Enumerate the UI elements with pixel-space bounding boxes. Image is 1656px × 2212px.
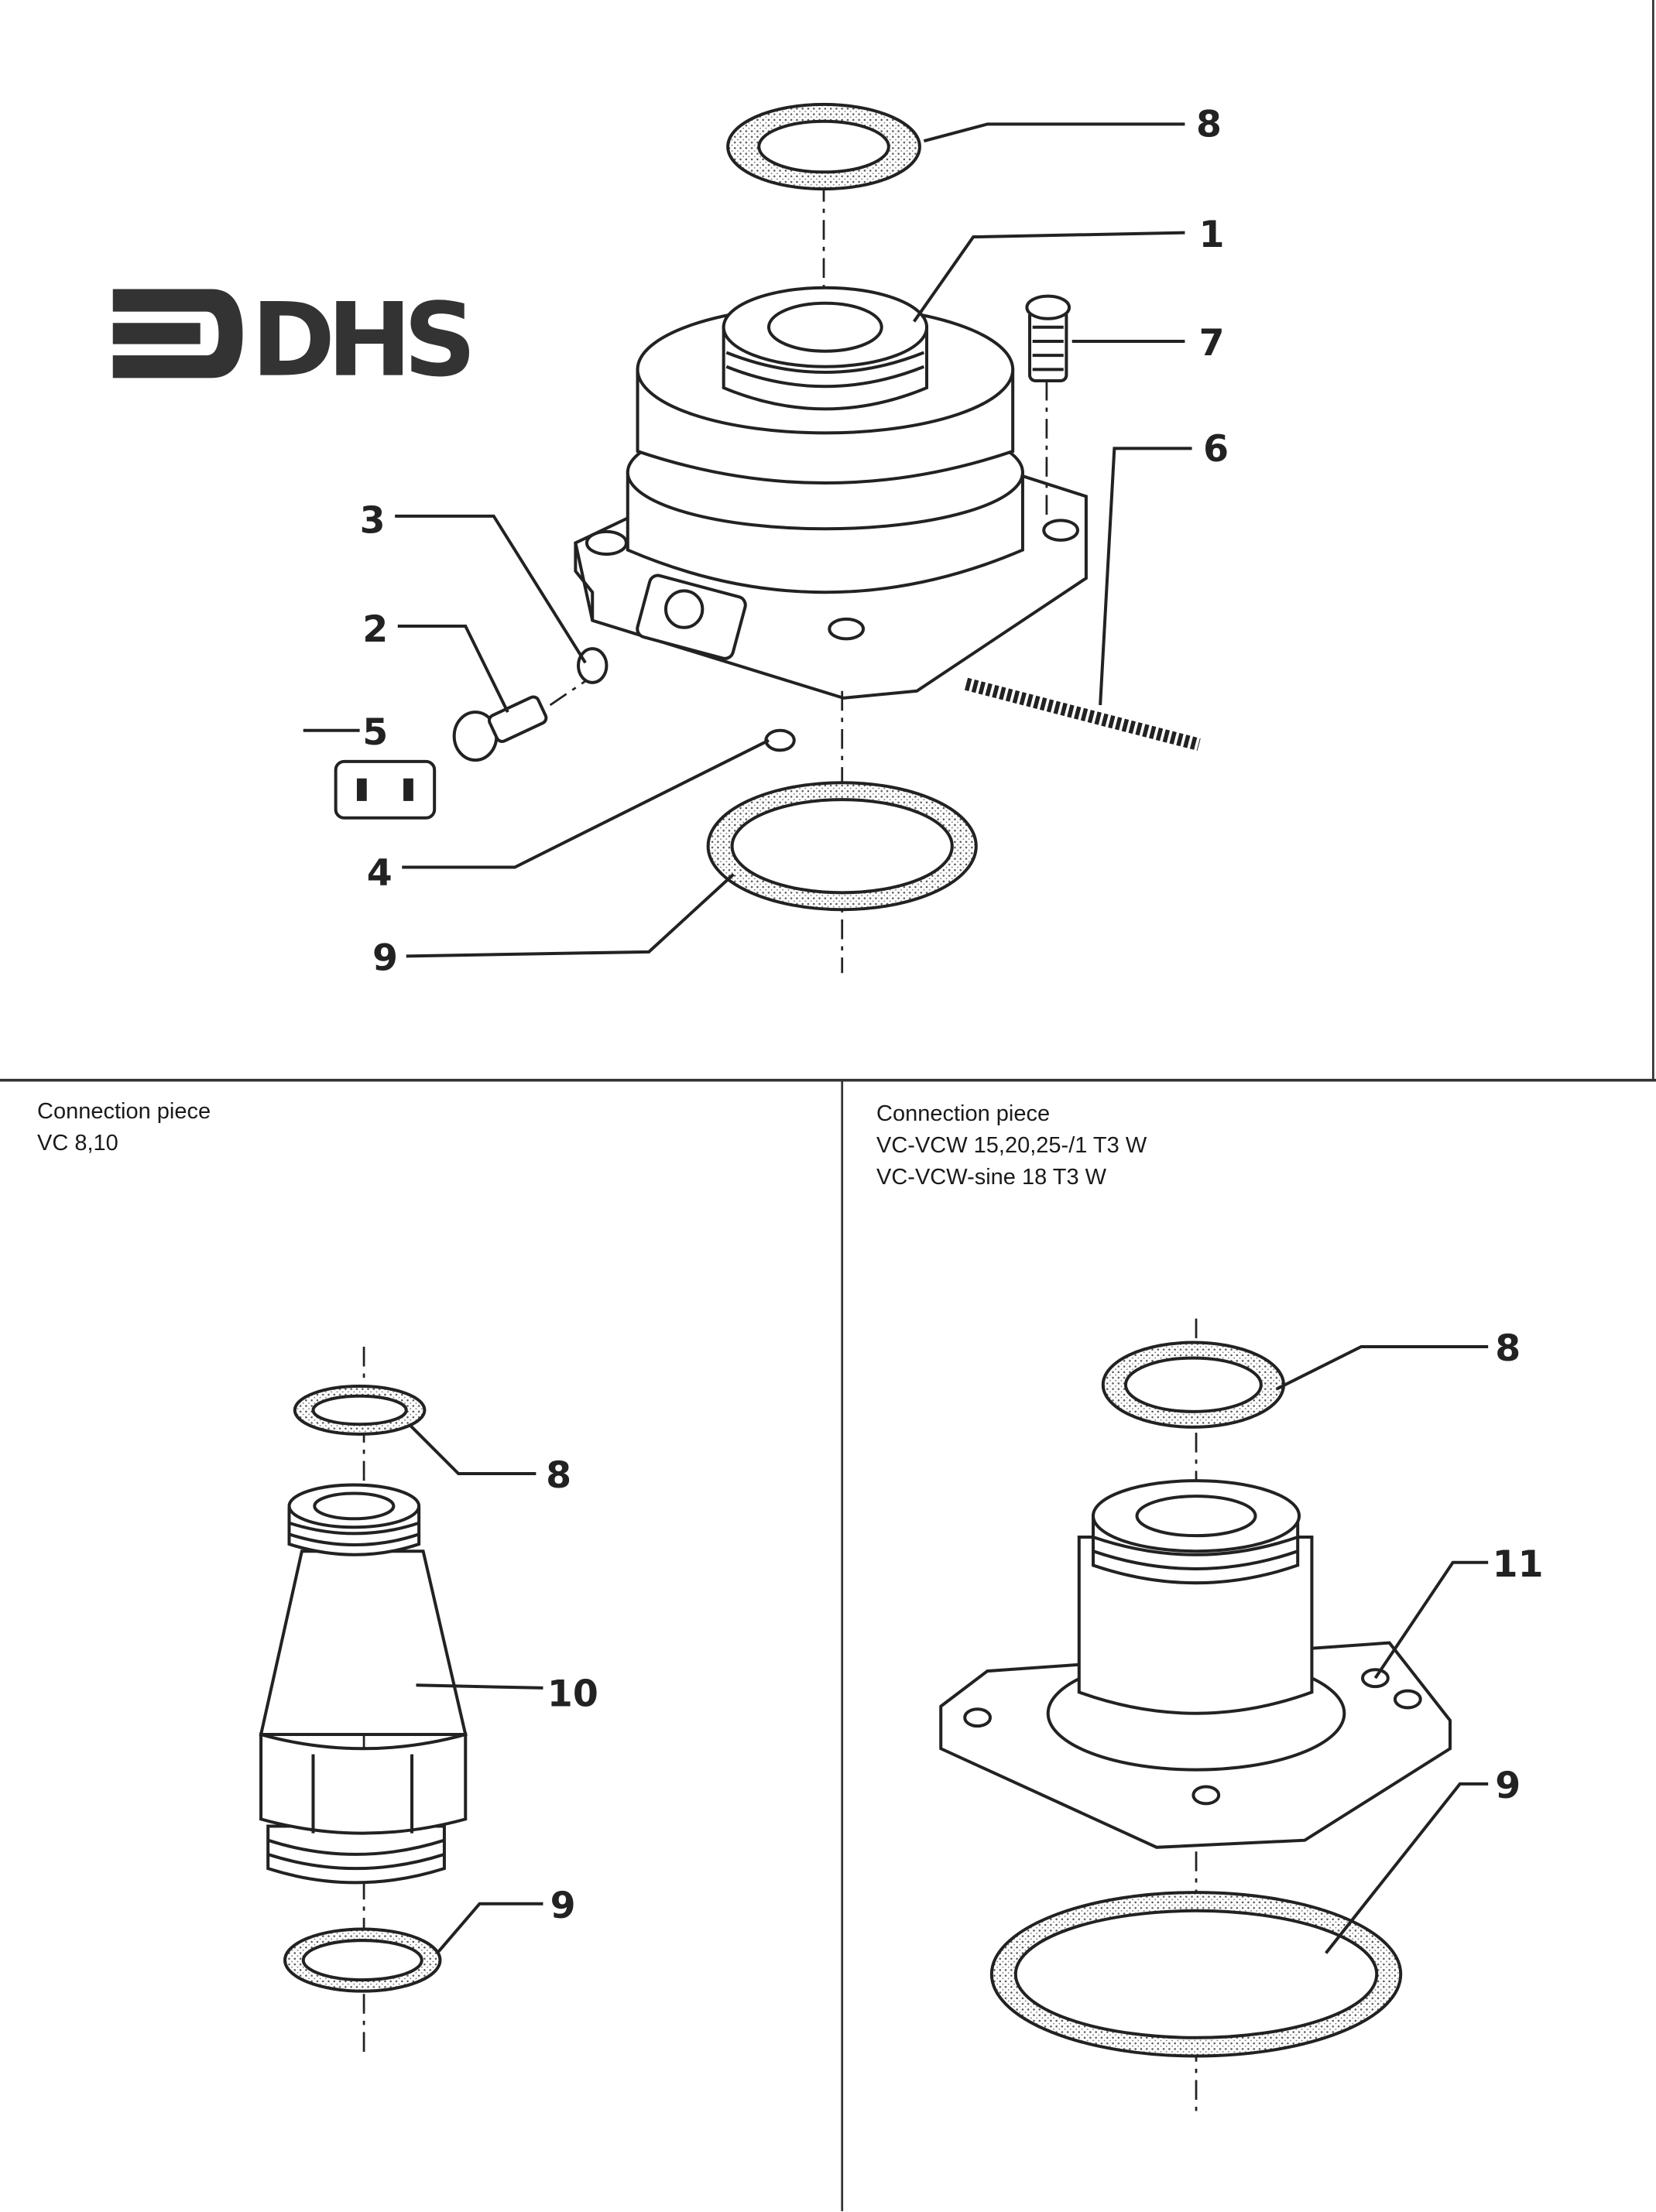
callout-label: 11 (1493, 1543, 1544, 1586)
callout-label: 9 (1495, 1765, 1521, 1807)
callout-label: 1 (1199, 214, 1225, 256)
left-panel-title: Connection piece (37, 1099, 211, 1124)
dhs-logo: DHS (112, 281, 478, 399)
callout-label: 9 (550, 1885, 576, 1927)
connection-piece-10 (259, 1549, 468, 1737)
callout-label: 10 (547, 1673, 598, 1716)
callout-label: 5 (362, 711, 388, 754)
callout-label: 2 (362, 608, 388, 651)
logo-text: DHS (251, 281, 469, 399)
callout-label: 9 (372, 937, 398, 980)
callout-label: 6 (1203, 428, 1229, 471)
washer-4 (764, 728, 796, 752)
plate-5 (334, 759, 437, 820)
callout-label: 7 (1199, 322, 1225, 365)
callout-label: 8 (1196, 104, 1222, 146)
left-panel-subtitle: VC 8,10 (37, 1131, 118, 1156)
callout-label: 4 (367, 852, 393, 895)
callout-label: 8 (1495, 1327, 1521, 1370)
callout-label: 8 (546, 1454, 571, 1497)
left-panel-caption: Connection piece VC 8,10 (37, 1096, 211, 1159)
right-panel-title: Connection piece (876, 1101, 1051, 1126)
callout-label: 3 (360, 500, 386, 543)
wire-6 (964, 677, 1201, 751)
left-assembly: 8 10 9 (259, 1347, 598, 2052)
right-panel-line2: VC-VCW-sine 18 T3 W (876, 1165, 1107, 1190)
right-panel-caption: Connection piece VC-VCW 15,20,25-/1 T3 W… (876, 1098, 1147, 1193)
right-assembly: 8 11 9 (939, 1318, 1544, 2115)
washer-3 (577, 647, 609, 684)
right-panel-line1: VC-VCW 15,20,25-/1 T3 W (876, 1133, 1147, 1158)
top-assembly: 8 1 7 6 3 2 5 4 9 (303, 102, 1229, 980)
